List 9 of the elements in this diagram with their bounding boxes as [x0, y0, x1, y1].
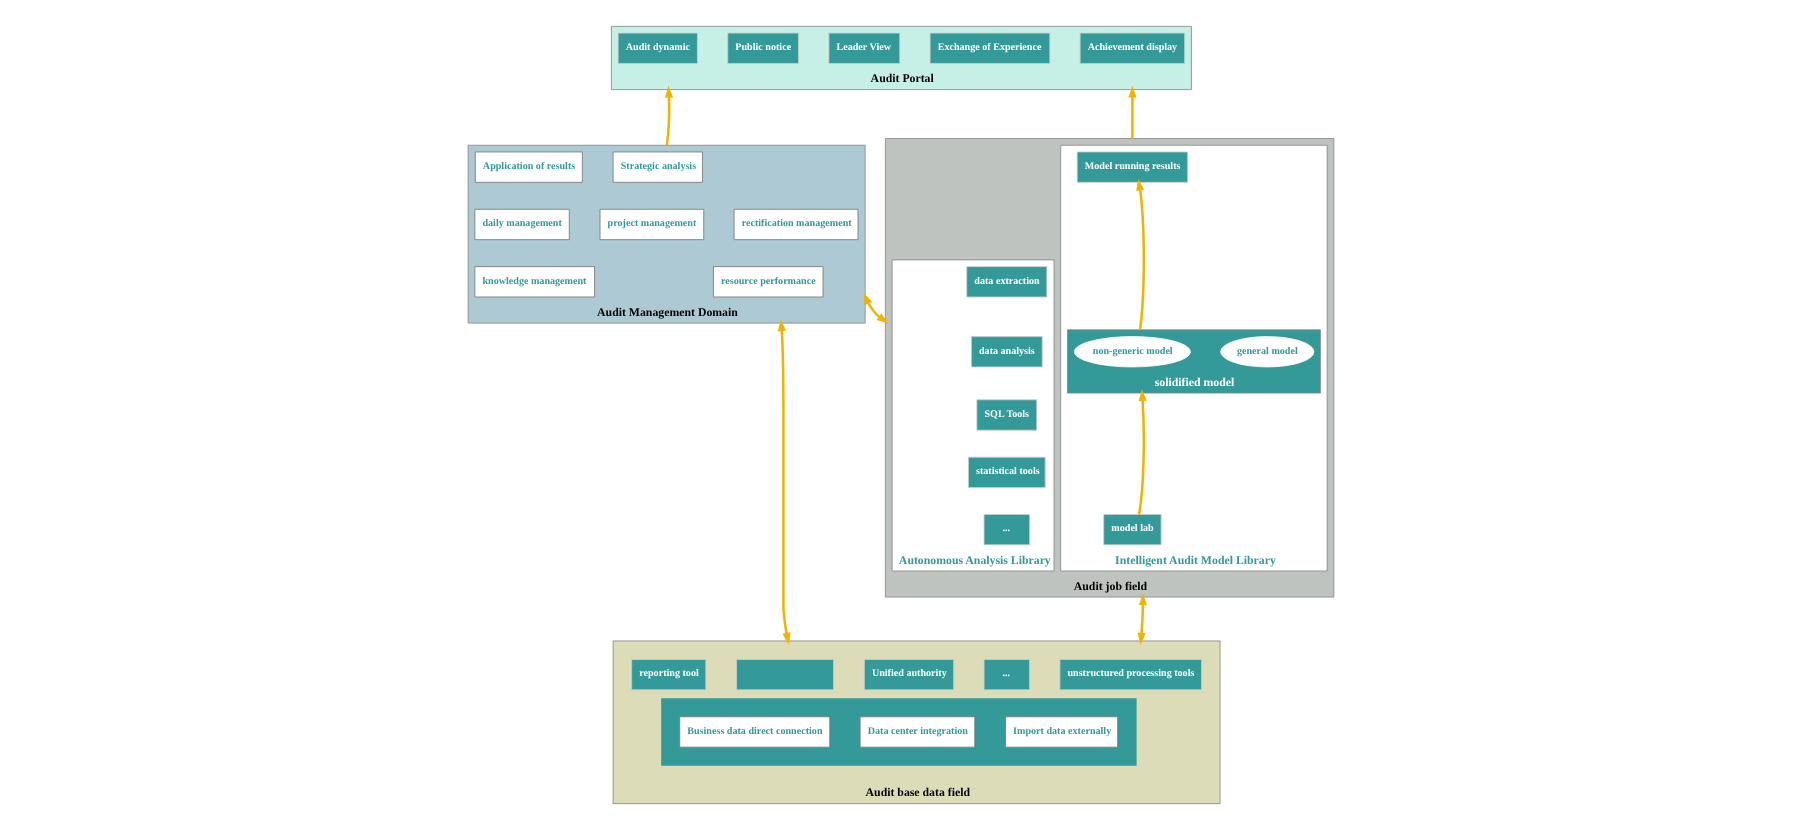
node-box [735, 659, 833, 691]
arrow [776, 319, 790, 645]
arrow [1136, 389, 1146, 515]
arrow [1127, 85, 1136, 139]
cluster [660, 698, 1136, 766]
arrow [1136, 593, 1147, 645]
arrow [663, 85, 673, 146]
arrow [862, 292, 888, 324]
arrow [1135, 178, 1145, 330]
